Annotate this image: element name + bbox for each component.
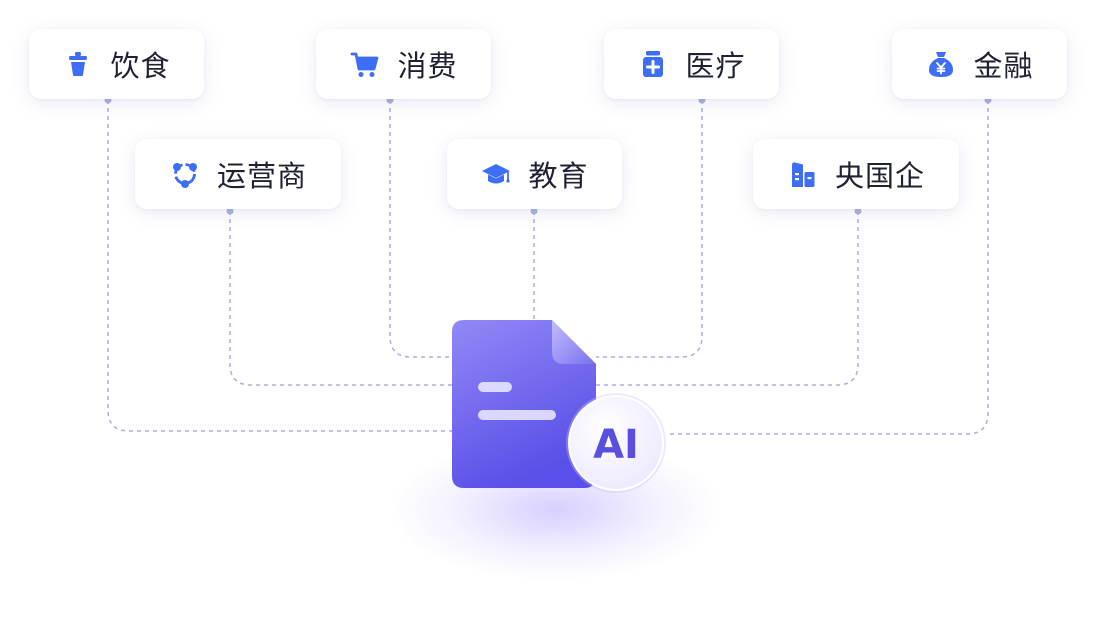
connector-dot-telecom	[226, 207, 234, 215]
category-label: 金融	[973, 49, 1034, 83]
money-bag-icon	[925, 48, 957, 80]
cup-icon	[62, 48, 94, 80]
category-label: 教育	[528, 159, 589, 193]
ai-badge	[568, 395, 664, 491]
category-card-finance[interactable]: 金融	[892, 29, 1067, 99]
category-card-education[interactable]: 教育	[447, 139, 622, 209]
connector-dot-education	[530, 207, 538, 215]
connector-finance	[666, 100, 989, 435]
category-label: 运营商	[216, 159, 307, 193]
connector-telecom	[229, 211, 452, 386]
building-icon	[787, 158, 819, 190]
category-label: 消费	[397, 49, 458, 83]
category-label: 饮食	[110, 49, 171, 83]
medicine-bottle-icon	[637, 48, 669, 80]
ai-document-hub: AI	[452, 320, 666, 493]
category-card-consumer[interactable]: 消费	[316, 29, 491, 99]
connector-soe	[596, 211, 859, 386]
category-card-telecom[interactable]: 运营商	[135, 139, 341, 209]
category-card-food[interactable]: 饮食	[29, 29, 204, 99]
ai-badge-text: AI	[593, 422, 639, 468]
category-label: 医疗	[685, 49, 746, 83]
connector-dot-soe	[854, 207, 862, 215]
category-label: 央国企	[834, 159, 925, 193]
category-card-medical[interactable]: 医疗	[604, 29, 779, 99]
graduation-cap-icon	[480, 158, 512, 190]
category-card-soe[interactable]: 央国企	[753, 139, 959, 209]
document-icon	[452, 320, 596, 488]
cart-icon	[349, 48, 381, 80]
network-icon	[169, 158, 201, 190]
